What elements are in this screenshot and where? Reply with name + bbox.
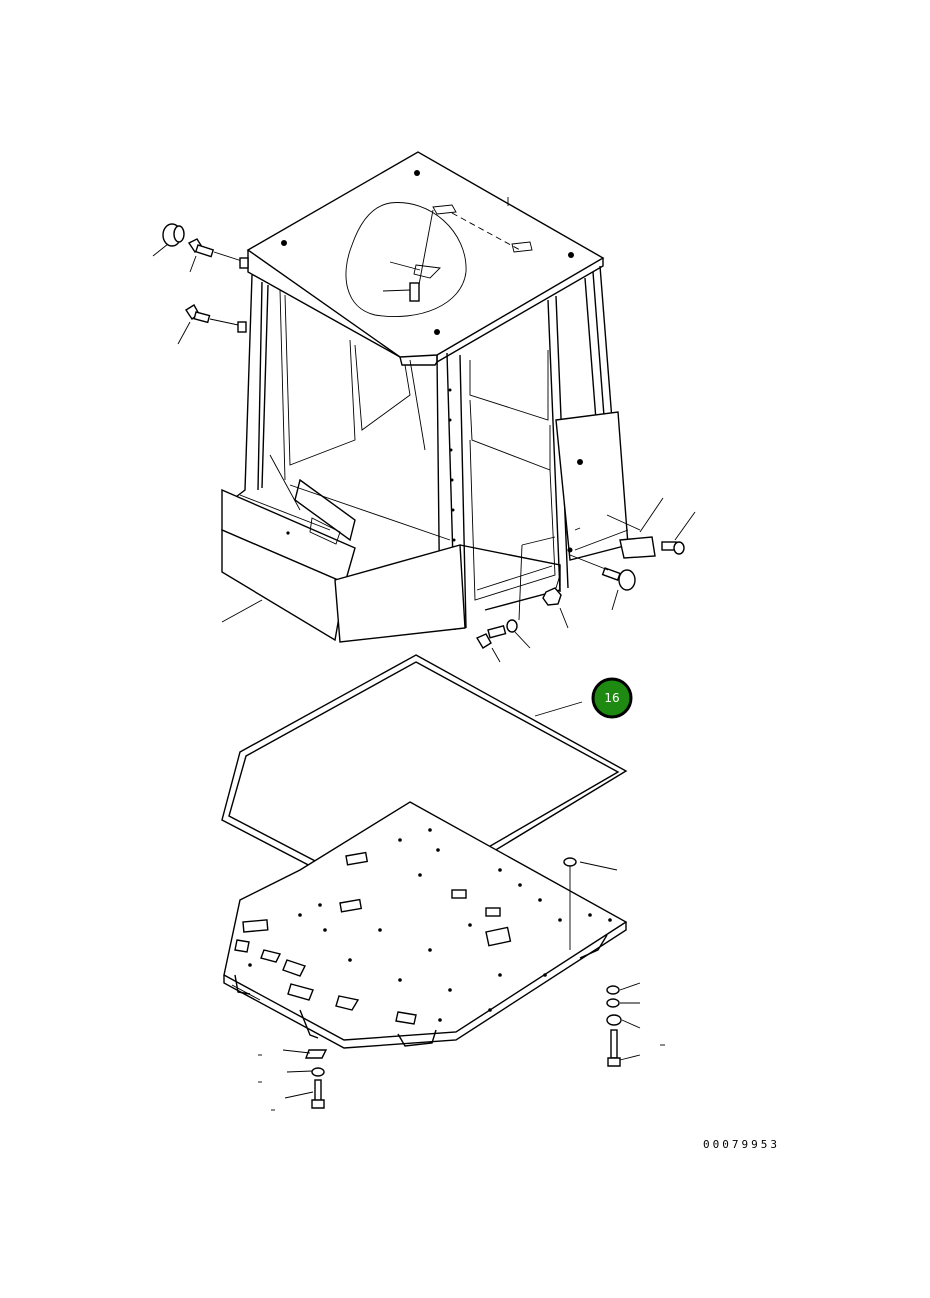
- floor-right-stack: [606, 982, 665, 1067]
- cab-door-opening: [469, 439, 556, 601]
- floor-left-stack: [258, 1049, 328, 1111]
- drawing-number: 00079953: [703, 1138, 780, 1151]
- knob-right: [569, 554, 636, 611]
- nut-right: [542, 574, 569, 629]
- cab-roof: [246, 151, 605, 364]
- cab-lower-body: [221, 411, 629, 643]
- bolt-right-upper: [661, 511, 696, 555]
- bolt-mid-left: [177, 304, 247, 345]
- callout-label: 16: [604, 691, 619, 705]
- floor-fasteners: [258, 857, 665, 1111]
- cab-fasteners: [152, 223, 696, 663]
- floor-holes: [248, 828, 612, 1022]
- callout-16[interactable]: 16: [591, 677, 633, 719]
- callout-circle[interactable]: [591, 677, 633, 719]
- bolt-front: [475, 625, 507, 663]
- floor-top-nut: [563, 857, 618, 950]
- cab-assembly: [221, 151, 629, 643]
- washer-front: [506, 536, 556, 649]
- bolt-upper-left: [187, 238, 249, 273]
- right-side-parts: [221, 497, 696, 663]
- rubber-cap: [152, 223, 185, 257]
- floor-plate: [223, 801, 628, 1049]
